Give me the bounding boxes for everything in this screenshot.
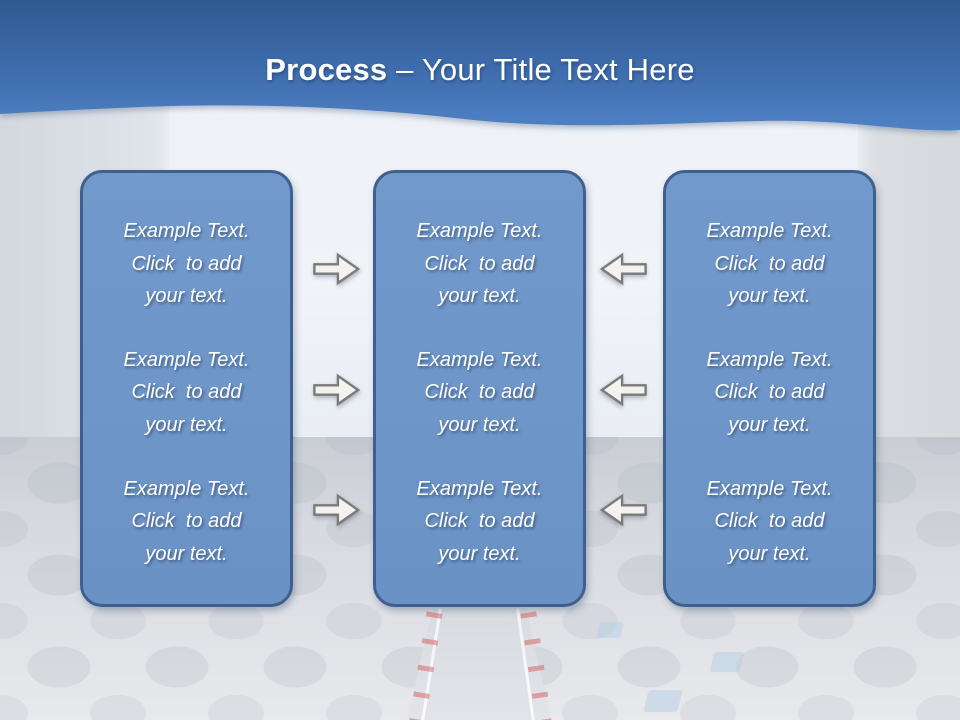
process-column-left[interactable]: Example Text. Click to add your text. Ex… <box>80 170 293 607</box>
text-placeholder[interactable]: Example Text. Click to add your text. <box>123 348 250 436</box>
title-emphasis: Process <box>265 52 388 87</box>
seat-highlight <box>709 652 745 672</box>
text-placeholder[interactable]: Example Text. Click to add your text. <box>123 477 250 565</box>
header-wave <box>0 0 960 150</box>
process-column-right[interactable]: Example Text. Click to add your text. Ex… <box>663 170 876 607</box>
arrow-right-icon <box>313 371 360 409</box>
process-column-center[interactable]: Example Text. Click to add your text. Ex… <box>373 170 586 607</box>
arrow-left-icon <box>600 491 647 529</box>
text-placeholder[interactable]: Example Text. Click to add your text. <box>706 348 833 436</box>
arrow-right-icon <box>313 491 360 529</box>
seat-highlight <box>596 622 624 638</box>
arrow-left-icon <box>600 371 647 409</box>
arrow-left-icon <box>600 250 647 288</box>
seat-highlight <box>643 690 683 712</box>
arrow-right-icon <box>313 250 360 288</box>
text-placeholder[interactable]: Example Text. Click to add your text. <box>416 348 543 436</box>
text-placeholder[interactable]: Example Text. Click to add your text. <box>416 477 543 565</box>
text-placeholder[interactable]: Example Text. Click to add your text. <box>706 477 833 565</box>
text-placeholder[interactable]: Example Text. Click to add your text. <box>416 220 543 307</box>
text-placeholder[interactable]: Example Text. Click to add your text. <box>706 220 833 307</box>
slide-title: Process – Your Title Text Here <box>0 52 960 88</box>
title-rest <box>387 52 396 87</box>
text-placeholder[interactable]: Example Text. Click to add your text. <box>123 220 250 307</box>
title-text: – Your Title Text Here <box>396 52 695 87</box>
